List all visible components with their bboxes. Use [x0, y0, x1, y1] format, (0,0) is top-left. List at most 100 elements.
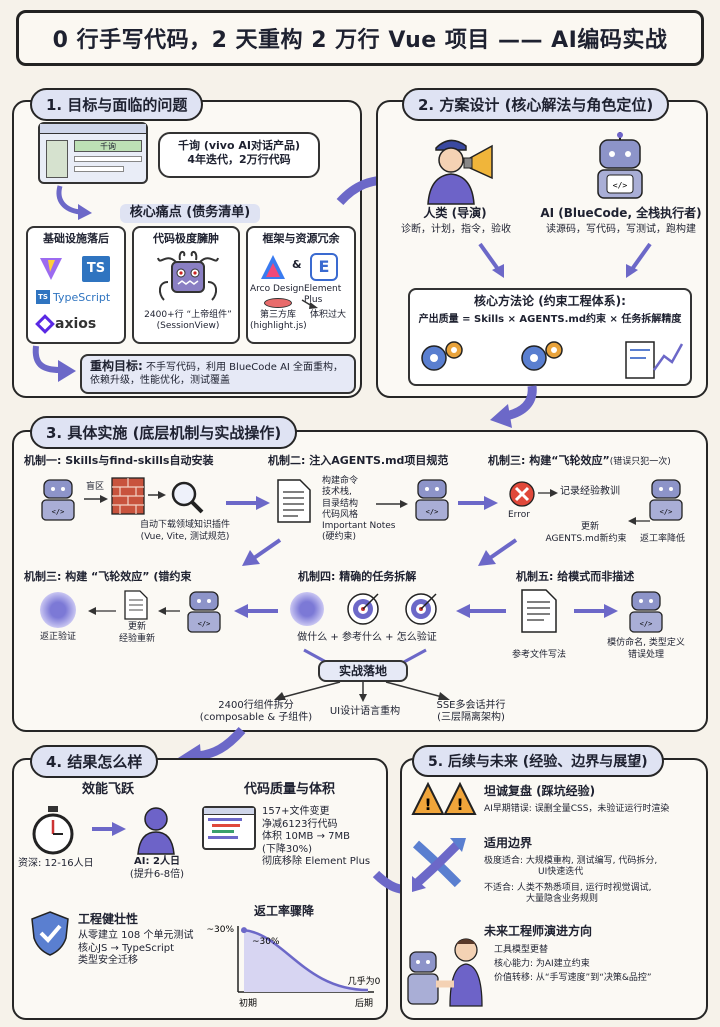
library-disk-icon [264, 298, 292, 308]
mechanism-5-title: 机制五: 给模式而非描述 [516, 570, 635, 583]
goal-box: 重构目标: 不手写代码，利用 BlueCode AI 全面重构， 依赖升级，性能… [80, 354, 356, 394]
practice-3b: (三层隔离架构) [437, 712, 505, 723]
handshake-icon [407, 938, 483, 1007]
robust-list: 从零建立 108 个单元测试 核心JS → TypeScript 类型安全迁移 [78, 930, 193, 968]
reference-document-icon [521, 589, 557, 633]
pain-points-title: 核心痛点 (债务清单) [120, 204, 260, 223]
svg-text:</>: </> [613, 181, 628, 190]
agents-item-0: 构建命令 [322, 476, 359, 486]
practice-2: UI设计语言重构 [329, 706, 401, 717]
quality-title: 代码质量与体积 [244, 782, 336, 797]
flow-arrow-down-left-icon [242, 538, 282, 566]
robust-title: 工程健壮性 [78, 912, 139, 926]
flow-arrow-down-left-icon [478, 538, 518, 566]
axios-label: axios [55, 316, 97, 332]
future-2: 核心能力: 为AI建立约束 [494, 958, 590, 969]
point-annotation: ~30% [252, 937, 280, 947]
future-title: 未来工程师演进方向 [484, 924, 593, 938]
robust-1: 从零建立 108 个单元测试 [78, 930, 194, 941]
mechanism-3a-title: 机制三: 构建“飞轮效应”(错误只犯一次) [488, 454, 671, 469]
arrow-left-icon [158, 607, 180, 615]
element-plus-label: Element Plus [304, 284, 342, 306]
bloat-title: 代码极度臃肿 [153, 232, 219, 245]
section-3-heading: 3. 具体实施 (底层机制与实战操作) [30, 416, 298, 449]
quality-2: 净减6123行代码 [262, 818, 338, 830]
svg-text:</>: </> [640, 620, 653, 628]
product-history: 4年迭代，2万行代码 [187, 153, 291, 167]
robot-icon-m2: </> [415, 479, 449, 521]
arrow-right-icon [538, 489, 558, 497]
update-label-1: 更新 [580, 522, 599, 532]
screen-label: 千询 [74, 140, 142, 152]
crossing-arrows-icon [412, 838, 466, 892]
chart-title: 返工率骤降 [254, 904, 315, 918]
tick-label: 初期 [239, 997, 257, 1009]
future-list: 工具模型更替 核心能力: 为AI建立约束 价值转移: 从“手写速度”到“决策&品… [494, 944, 706, 986]
arrow-left-icon [88, 607, 116, 615]
blind-spot-label: 盲区 [86, 482, 105, 492]
error-label: Error [508, 510, 530, 520]
code-editor-icon [202, 806, 256, 850]
infra-box: 基础设施落后 TS TS TypeScript axios [26, 226, 126, 344]
human-director-icon [427, 139, 493, 205]
reference-label: 参考文件写法 [512, 650, 567, 660]
verify-glow-icon [40, 592, 76, 628]
y-annotation: ~30% [206, 925, 234, 935]
method-formula: 产出质量 = Skills × AGENTS.md约束 × 任务拆解精度 [418, 313, 682, 325]
section-2-heading: 2. 方案设计 (核心解法与角色定位) [402, 88, 670, 121]
monster-icon [157, 250, 219, 301]
review-text: AI早期错误: 误删全量CSS，未验证运行时渲染 [484, 804, 670, 814]
goal-arrow-icon [32, 345, 76, 382]
robot-icon-m3a: </> [649, 479, 683, 521]
warning-icons: ! ! [411, 781, 477, 815]
svg-text:!: ! [456, 795, 463, 814]
flow-arrow-left-icon [456, 604, 506, 618]
mechanism-4-title: 机制四: 精确的任务拆解 [298, 570, 417, 583]
amp-text: & [292, 258, 302, 271]
product-name: 千询 (vivo AI对话产品) [178, 139, 300, 152]
rework-reduced-label: 返工率降低 [640, 534, 686, 544]
svg-text:!: ! [424, 795, 431, 814]
efficiency-title: 效能飞跃 [82, 782, 135, 797]
task-caption: 做什么 + 参考什么 + 怎么验证 [297, 632, 437, 643]
arrow-right-icon [84, 495, 108, 503]
arco-label: Arco Design [250, 284, 305, 294]
mechanism-1-title: 机制一: Skills与find-skills自动安装 [24, 454, 214, 467]
too-big-label: 体积过大 [310, 310, 347, 320]
m1-caption-2: (Vue, Vite, 测试规范) [140, 532, 230, 542]
section-1-heading: 1. 目标与面临的问题 [30, 88, 204, 121]
mechanism-2-title: 机制二: 注入AGENTS.md项目规范 [268, 454, 449, 467]
mechanism-3a-title-note: (错误只犯一次) [609, 457, 671, 467]
shield-check-icon [31, 911, 69, 956]
robot-icon-m3b: </> [187, 591, 221, 633]
mechanism-3a-title-main: 机制三: 构建“飞轮效应” [488, 454, 610, 467]
bound-bad-2: 大量隐含业务规则 [526, 893, 599, 904]
flow-arrow-left-icon [234, 604, 278, 618]
bound-good-1: 极度适合: 大规模重构, 测试编写, 代码拆分, [484, 856, 658, 866]
arrow-right-icon [301, 299, 318, 309]
gears-icon-2 [521, 341, 563, 371]
product-callout: 千询 (vivo AI对话产品) 4年迭代，2万行代码 [158, 132, 320, 178]
flow-arrow-right-icon [458, 496, 498, 510]
curved-arrow-icon [56, 185, 92, 220]
typescript-logo: TS TypeScript [36, 290, 110, 304]
practice-box: 实战落地 [318, 660, 408, 682]
document-chart-icon [625, 341, 684, 379]
agents-item-5: (硬约束) [322, 532, 357, 543]
flow-arrow-right-icon [92, 822, 126, 836]
goal-text-1: 不手写代码，利用 BlueCode AI 全面重构， [146, 362, 344, 373]
robust-2: 核心JS → TypeScript [78, 942, 175, 954]
goal-title: 重构目标: [90, 359, 143, 373]
ts-logo-icon: TS [82, 256, 110, 282]
update-exp-1: 更新 [127, 622, 146, 632]
vite-icon [38, 256, 64, 282]
quality-1: 157+文件变更 [262, 806, 330, 817]
person-icon [137, 807, 175, 855]
flow-arrow-right-icon [574, 604, 618, 618]
bound-list: 极度适合: 大规模重构, 测试编写, 代码拆分, UI快速迭代 不适合: 人类不… [484, 856, 706, 905]
future-3: 价值转移: 从“手写速度”到“决策&品控” [494, 972, 652, 983]
update-label-2: AGENTS.md新约束 [545, 534, 627, 544]
bloat-box: 代码极度臃肿 2400+行 “上帝组件” (SessionView) [132, 226, 240, 344]
page-title: 0 行手写代码，2 天重构 2 万行 Vue 项目 —— AI编码实战 [16, 10, 704, 66]
magnifier-icon [171, 481, 204, 514]
